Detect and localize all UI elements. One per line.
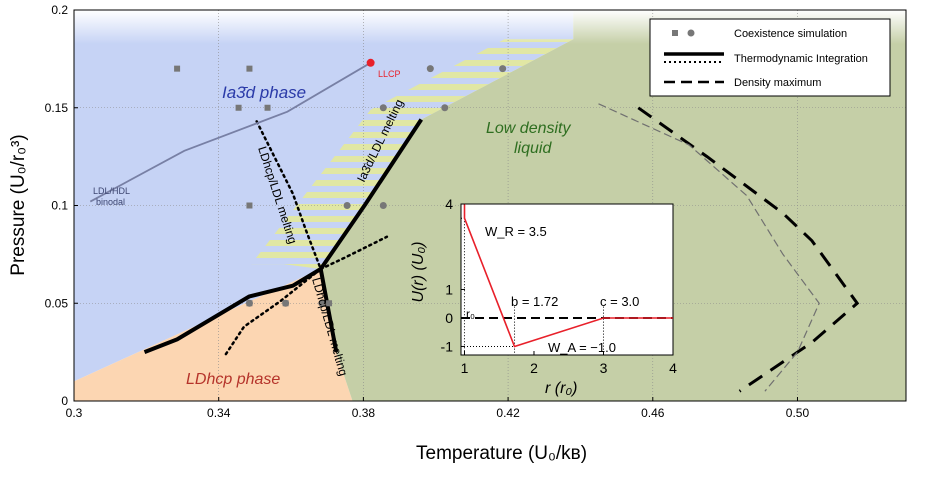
coexistence-circle-marker [343, 202, 351, 209]
x-tick-label: 0.42 [496, 406, 520, 420]
inset-c-annotation: c = 3.0 [600, 294, 639, 309]
inset-x-tick-label: 3 [600, 360, 608, 376]
inset-y-tick-label: 0 [445, 310, 453, 326]
coexistence-circle-marker [379, 202, 387, 209]
coexistence-square-marker [264, 104, 271, 111]
coexistence-circle-marker [441, 104, 449, 112]
liquid-label-line2: liquid [514, 140, 552, 157]
axis-ticks: 0.3 0.34 0.38 0.42 0.46 0.50 0 0.05 0.1 0.15 0.2 [45, 3, 810, 420]
y-tick-label: 0.15 [45, 101, 69, 115]
inset-potential-curve [463, 204, 673, 348]
x-tick-label: 0.38 [352, 406, 376, 420]
inset-x-label: r (r₀) [545, 380, 578, 397]
liquid-label-line1: Low density [486, 120, 571, 137]
inset-y-tick-label: 1 [445, 281, 453, 297]
coexistence-circle-marker [282, 299, 290, 307]
binodal-label-line2: binodal [96, 197, 125, 207]
inset-b-annotation: b = 1.72 [511, 294, 558, 309]
thermo-integration-dotted-line [319, 235, 389, 271]
thermo-integration-dotted-line [255, 120, 322, 271]
y-tick-label: 0.05 [45, 296, 69, 310]
legend-square-marker [672, 30, 678, 36]
y-axis-label: Pressure (U₀/r₀³) [8, 134, 29, 275]
thermo-integration-dotted-line [224, 267, 322, 356]
inset-potential-plot: 1 2 3 4 -1 0 1 4 r (r₀) U(r) (U₀) W_R = 3.5 b =… [410, 196, 677, 397]
coexistence-square-marker [174, 65, 181, 72]
coexistence-square-marker [246, 202, 253, 209]
inset-wa-annotation: W_A = −1.0 [548, 340, 616, 355]
inset-y-label: U(r) (U₀) [410, 242, 427, 303]
x-tick-label: 0.50 [786, 406, 810, 420]
legend: Coexistence simulation Thermodynamic Int… [649, 18, 891, 97]
inset-wr-annotation: W_R = 3.5 [485, 224, 547, 239]
coexistence-circle-marker [379, 104, 387, 112]
ldl-hdl-binodal-line [89, 62, 372, 203]
x-tick-label: 0.46 [641, 406, 665, 420]
legend-coexistence-label: Coexistence simulation [734, 28, 847, 40]
coexistence-circle-marker [318, 299, 326, 307]
thermo-integration-solid-line [318, 268, 339, 353]
coexistence-square-marker [235, 104, 242, 111]
coexistence-markers [174, 58, 507, 307]
coexistence-circle-marker [499, 65, 507, 73]
x-tick-label: 0.34 [207, 406, 231, 420]
inset-x-tick-label: 1 [461, 360, 469, 376]
inset-y-tick-label: 4 [445, 196, 453, 212]
inset-content: 1 2 3 4 -1 0 1 4 [441, 196, 678, 376]
x-tick-label: 0.3 [66, 406, 83, 420]
coexistence-circle-marker [245, 299, 253, 307]
coexistence-square-marker [246, 65, 253, 72]
inset-y-tick-label: -1 [441, 338, 454, 354]
coexistence-square-marker [326, 300, 333, 307]
ia3d-phase-label: Ia3̄d phase [222, 83, 306, 102]
y-tick-label: 0.1 [51, 199, 68, 213]
llcp-label: LLCP [378, 69, 401, 79]
legend-circle-marker [687, 29, 695, 37]
phase-boundary-lines [89, 62, 860, 393]
coexistence-circle-marker [426, 65, 434, 73]
ldhcp-phase-label: LDhcp phase [186, 371, 280, 388]
inset-x-tick-label: 2 [530, 360, 538, 376]
thermo-integration-solid-line [143, 118, 423, 354]
llcp-point [366, 58, 375, 67]
coexistence-stripes-region [251, 39, 574, 269]
density-maximum-guide-line [598, 103, 820, 392]
density-maximum-line [637, 106, 860, 393]
y-tick-label: 0 [61, 394, 68, 408]
inset-r0-annotation: r₀ [466, 307, 475, 321]
legend-density-label: Density maximum [734, 77, 821, 89]
x-axis-label: Temperature (U₀/kʙ) [416, 443, 587, 464]
inset-x-tick-label: 4 [669, 360, 677, 376]
y-tick-label: 0.2 [51, 3, 68, 17]
binodal-label-line1: LDL/HDL [93, 186, 130, 196]
legend-thermo-label: Thermodynamic Integration [734, 53, 868, 65]
